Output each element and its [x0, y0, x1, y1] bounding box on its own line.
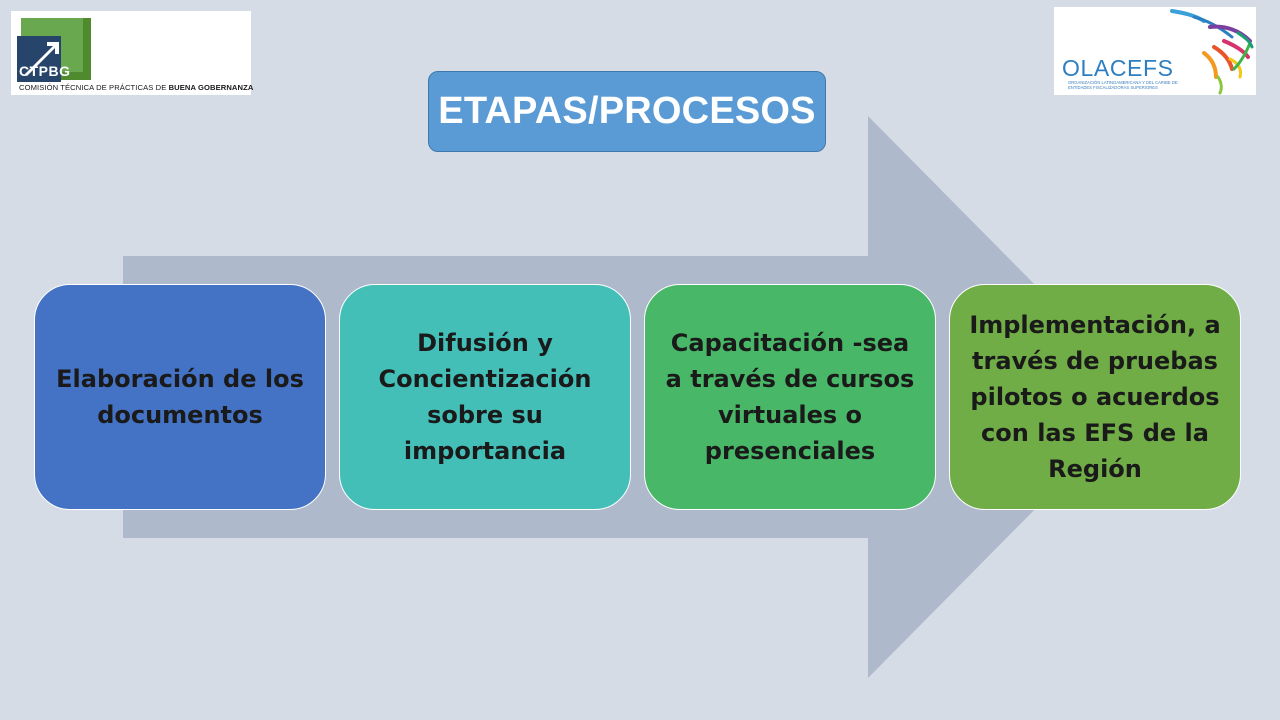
- olacefs-logo-subline: ORGANIZACIÓN LATINOAMERICANA Y DEL CARIB…: [1068, 80, 1178, 90]
- stage-1: Elaboración de los documentos: [34, 284, 326, 510]
- ctpbg-caption-bold: BUENA GOBERNANZA: [168, 83, 254, 92]
- ctpbg-logo-caption: COMISIÓN TÉCNICA DE PRÁCTICAS DE BUENA G…: [19, 83, 253, 92]
- olacefs-logo: OLACEFS ORGANIZACIÓN LATINOAMERICANA Y D…: [1054, 7, 1256, 95]
- olacefs-logo-text: OLACEFS: [1062, 55, 1174, 81]
- stage-2-label: Difusión y Concientización sobre su impo…: [378, 329, 592, 465]
- stage-3: Capacitación -sea a través de cursos vir…: [644, 284, 936, 510]
- stage-2: Difusión y Concientización sobre su impo…: [339, 284, 631, 510]
- ctpbg-logo: CTPBG COMISIÓN TÉCNICA DE PRÁCTICAS DE B…: [11, 11, 253, 95]
- ctpbg-caption-regular: COMISIÓN TÉCNICA DE PRÁCTICAS DE: [19, 83, 169, 92]
- ctpbg-logo-mark: [17, 16, 93, 82]
- process-arrow-shape: [123, 116, 1146, 678]
- olacefs-map-icon: [1170, 9, 1254, 95]
- stage-4: Implementación, a través de pruebas pilo…: [949, 284, 1241, 510]
- page-title: ETAPAS/PROCESOS: [428, 71, 826, 152]
- stage-3-label: Capacitación -sea a través de cursos vir…: [665, 329, 915, 465]
- ctpbg-logo-text: CTPBG: [19, 63, 71, 79]
- stage-4-label: Implementación, a través de pruebas pilo…: [969, 311, 1221, 483]
- stage-1-label: Elaboración de los documentos: [56, 365, 304, 429]
